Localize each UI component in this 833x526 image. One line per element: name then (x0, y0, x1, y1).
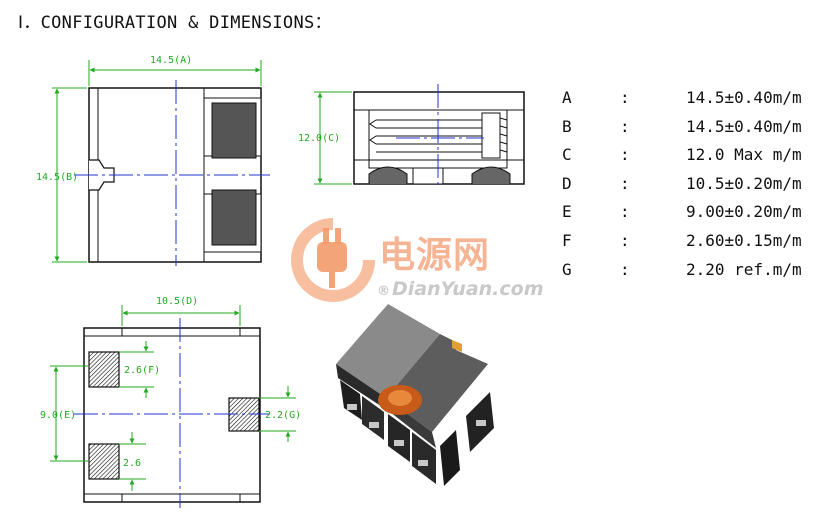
dim-label-g: 2.2(G) (265, 410, 301, 421)
spec-colon: : (620, 173, 630, 193)
page-title: Ⅰ．CONFIGURATION & DIMENSIONS： (18, 13, 332, 33)
watermark: 电源网 ®DianYuan.com (287, 212, 557, 312)
spec-key: A (562, 88, 572, 107)
plug-logo-icon (291, 218, 375, 302)
spec-value: 2.20 ref.m/m (686, 259, 802, 279)
spec-value: 12.0 Max m/m (686, 145, 802, 165)
front-view (314, 84, 525, 188)
spec-row-f: F : 2.60±0.15m/m (562, 227, 832, 256)
spec-colon: : (620, 116, 630, 136)
spec-row-e: E : 9.00±0.20m/m (562, 198, 832, 227)
spec-colon: : (620, 230, 630, 250)
watermark-en: ®DianYuan.com (377, 278, 544, 300)
spec-table: A : 14.5±0.40m/m B : 14.5±0.40m/m C : 12… (562, 84, 832, 284)
dim-label-c: 12.0(C) (298, 133, 340, 144)
spec-row-b: B : 14.5±0.40m/m (562, 113, 832, 142)
dim-label-e: 9.0(E) (40, 410, 76, 421)
spec-key: B (562, 116, 572, 136)
watermark-cn: 电源网 (379, 235, 491, 276)
spec-colon: : (620, 259, 630, 279)
dim-label-d: 10.5(D) (156, 296, 198, 307)
spec-value: 9.00±0.20m/m (686, 202, 802, 222)
spec-row-g: G : 2.20 ref.m/m (562, 256, 832, 285)
watermark-domain: DianYuan.com (392, 278, 544, 300)
spec-key: G (562, 259, 572, 279)
spec-row-d: D : 10.5±0.20m/m (562, 170, 832, 199)
spec-value: 10.5±0.20m/m (686, 173, 802, 193)
dim-label-f2: 2.6 (123, 458, 141, 469)
top-view (52, 60, 270, 266)
spec-colon: : (620, 145, 630, 165)
dim-label-a: 14.5(A) (150, 55, 192, 66)
spec-key: F (562, 230, 572, 250)
spec-row-c: C : 12.0 Max m/m (562, 141, 832, 170)
spec-value: 14.5±0.40m/m (686, 88, 802, 107)
spec-key: D (562, 173, 572, 193)
spec-key: E (562, 202, 572, 222)
spec-value: 14.5±0.40m/m (686, 116, 802, 136)
inductor-photo (336, 304, 494, 486)
spec-row-a: A : 14.5±0.40m/m (562, 84, 832, 113)
bottom-view (50, 305, 296, 508)
spec-colon: : (620, 88, 630, 107)
spec-key: C (562, 145, 572, 165)
spec-value: 2.60±0.15m/m (686, 230, 802, 250)
dim-label-b: 14.5(B) (36, 172, 78, 183)
spec-colon: : (620, 202, 630, 222)
dim-label-f: 2.6(F) (124, 365, 160, 376)
registered-mark: ® (377, 284, 390, 299)
